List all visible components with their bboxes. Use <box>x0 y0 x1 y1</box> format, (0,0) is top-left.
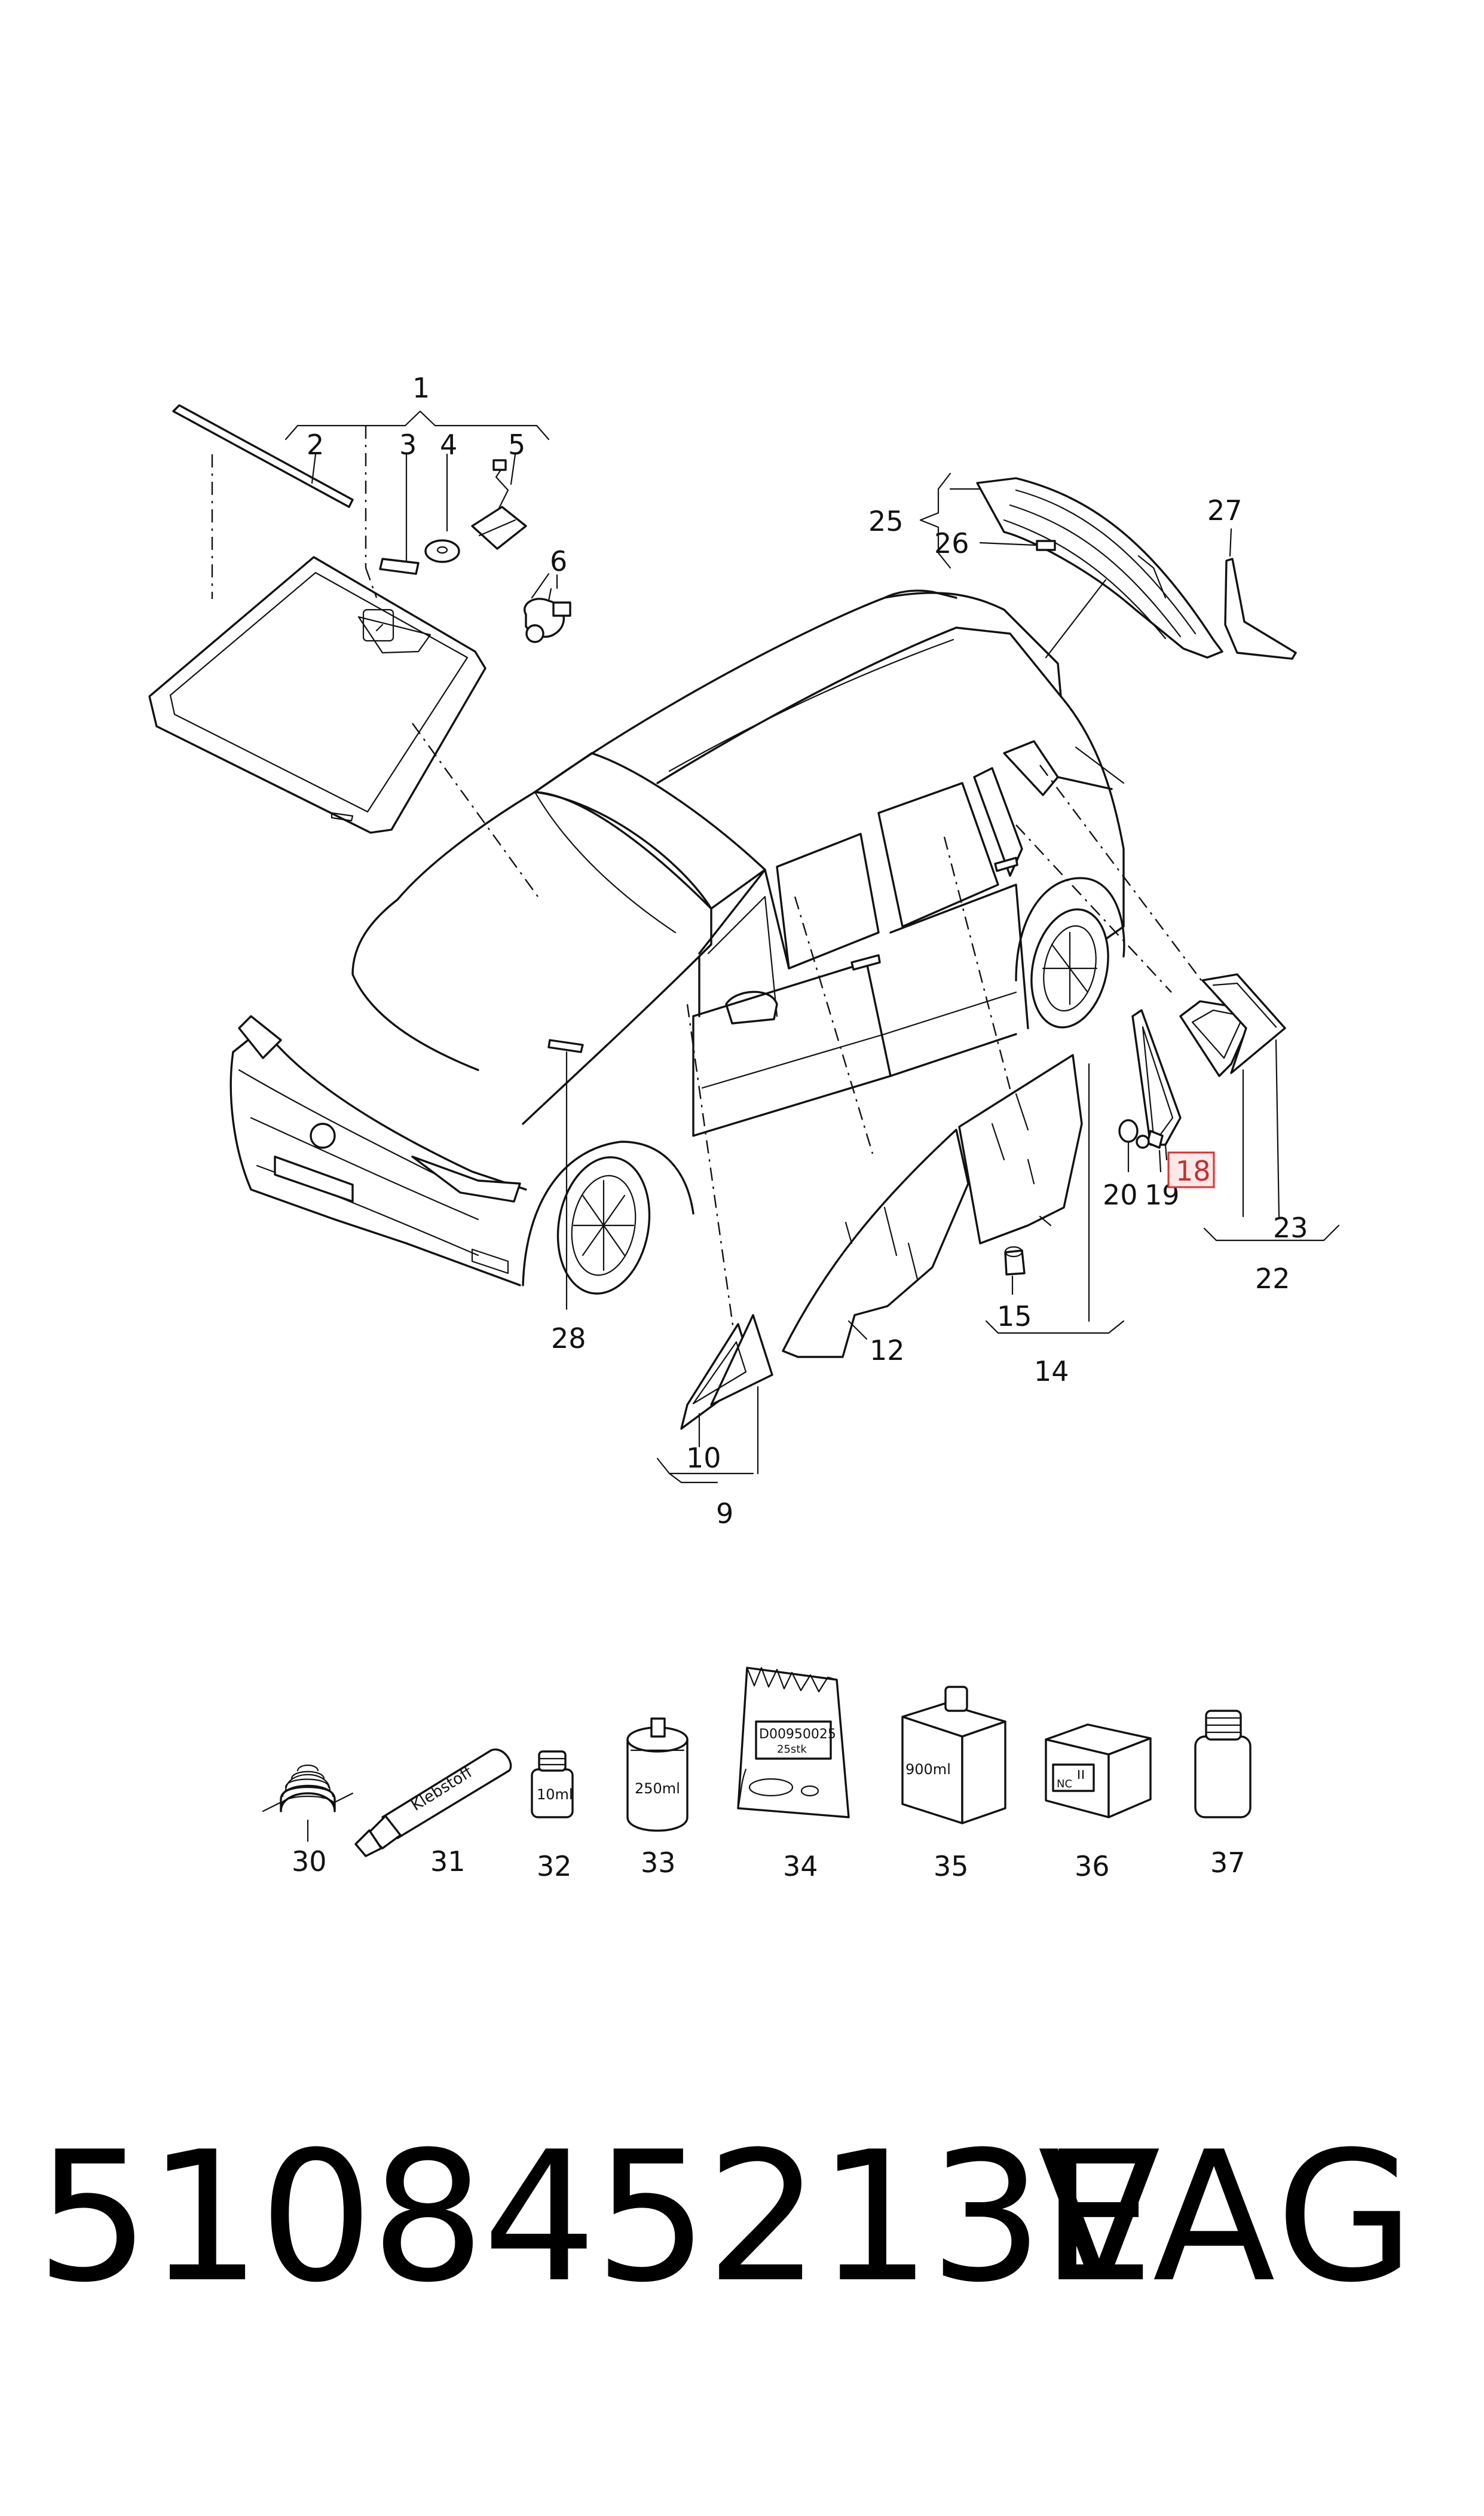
item-5-sensor <box>471 506 527 550</box>
footer: 510845213E VAG <box>0 2128 1484 2379</box>
callout-9: 9 <box>716 1497 733 1530</box>
callout-12: 12 <box>870 1334 905 1366</box>
item-36-box: NC <box>1045 1723 1152 1818</box>
part-number: 510845213E <box>36 2113 1154 2322</box>
callout-labels: 1 2 3 4 5 6 25 26 27 28 10 9 12 15 14 20… <box>307 372 1308 1530</box>
callout-2: 2 <box>307 429 324 461</box>
rear-door-glass <box>958 1054 1083 1245</box>
car-body <box>230 589 1202 1364</box>
item-30-seal <box>262 1764 354 1842</box>
item-33-can: 250ml <box>626 1717 689 1832</box>
callout-18: 18 <box>1176 1155 1211 1187</box>
brand-name: VAG <box>1038 2113 1418 2322</box>
item-3-sticker <box>379 558 420 575</box>
item-28-badge <box>547 1039 584 1053</box>
bag-qty: 25stk <box>777 1743 807 1756</box>
windshield-top-trim <box>172 404 354 508</box>
callout-32: 32 <box>537 1850 572 1882</box>
item-31-tube: Klebstoff <box>354 1748 512 1857</box>
item-26-pin <box>1036 540 1056 551</box>
callout-28: 28 <box>551 1322 586 1355</box>
callout-3: 3 <box>399 429 417 461</box>
bag-code: D00950025 <box>759 1727 836 1742</box>
callout-26: 26 <box>934 527 969 560</box>
callout-22: 22 <box>1255 1262 1290 1295</box>
side-mirror <box>725 990 778 1025</box>
box-small-label: NC <box>1057 1778 1072 1790</box>
item-34-bag: D00950025 25stk <box>737 1667 850 1818</box>
callout-10: 10 <box>686 1442 721 1474</box>
callout-1: 1 <box>412 372 430 404</box>
item-20-grommet <box>1118 1119 1139 1143</box>
rear-quarter-glass-18 <box>1131 1009 1182 1146</box>
callout-6: 6 <box>550 545 567 577</box>
callout-4: 4 <box>440 429 457 461</box>
windshield-glass <box>148 556 486 834</box>
item-32-bottle: 10ml <box>531 1750 574 1818</box>
bottle-label: 10ml <box>537 1786 573 1803</box>
item-4-disc <box>424 539 460 563</box>
callout-30: 30 <box>292 1845 327 1878</box>
callout-36: 36 <box>1075 1850 1110 1882</box>
callout-27: 27 <box>1207 494 1243 527</box>
callout-25: 25 <box>868 505 904 537</box>
rear-window-group <box>919 472 1297 660</box>
front-door-glass <box>782 1129 969 1358</box>
can-label: 250ml <box>635 1780 680 1797</box>
callout-37: 37 <box>1210 1847 1246 1879</box>
item-37-bottle <box>1194 1710 1252 1818</box>
rear-window-glass <box>976 477 1223 659</box>
callout-14: 14 <box>1034 1355 1069 1387</box>
callout-33: 33 <box>641 1847 676 1879</box>
consumables-row: 30 Klebstoff 31 10ml 32 250ml 33 <box>262 1667 1252 1882</box>
callout-23: 23 <box>1273 1212 1308 1244</box>
vw-logo <box>310 1123 336 1149</box>
callout-5: 5 <box>508 429 525 461</box>
callout-20: 20 <box>1103 1179 1138 1211</box>
windshield-group <box>148 404 571 897</box>
callout-34: 34 <box>783 1850 818 1882</box>
item-27-strip <box>1224 558 1297 660</box>
callout-15: 15 <box>997 1300 1032 1332</box>
side-windows <box>656 973 1340 1484</box>
callout-18-highlight <box>1167 1151 1215 1188</box>
callout-35: 35 <box>934 1850 969 1882</box>
item-35-box: 900ml <box>901 1686 1006 1824</box>
box-label: 900ml <box>905 1761 951 1778</box>
callout-31: 31 <box>430 1845 466 1878</box>
